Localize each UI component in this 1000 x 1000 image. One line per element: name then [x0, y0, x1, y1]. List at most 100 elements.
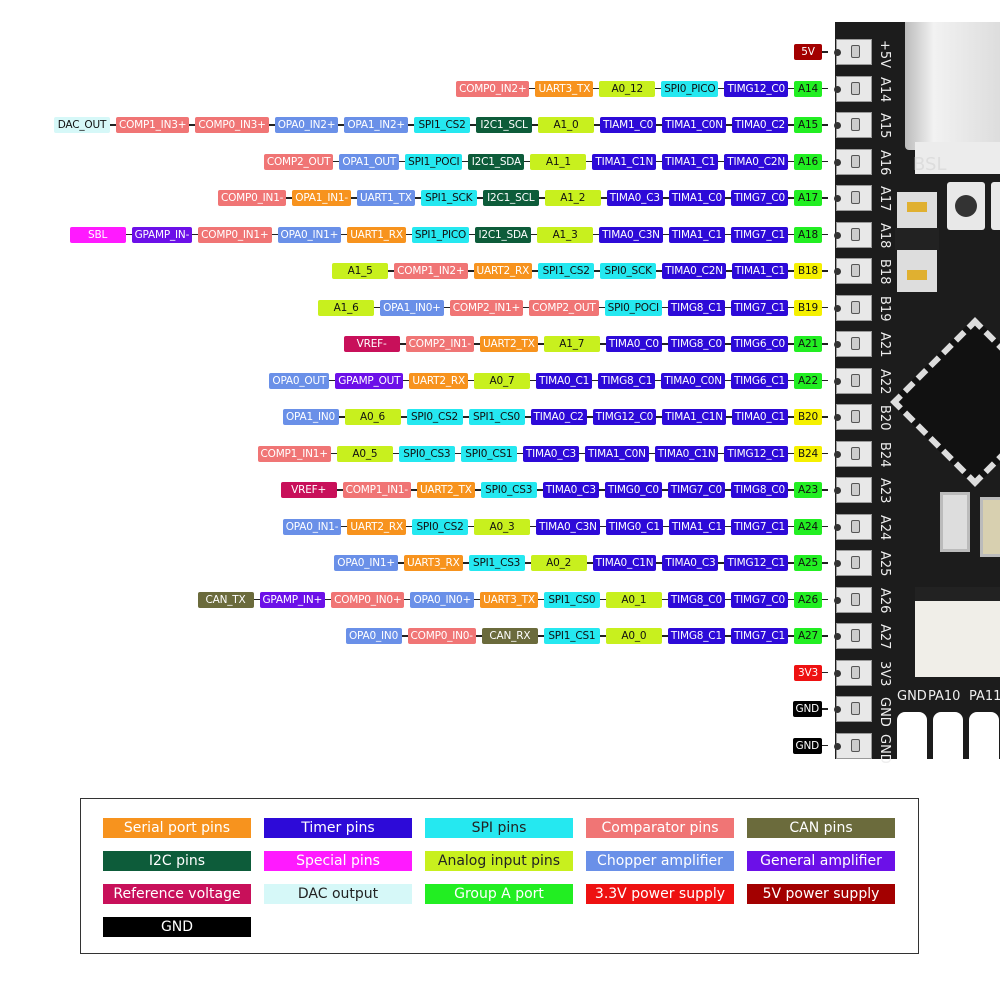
- connector-line: [593, 87, 600, 90]
- header-pin[interactable]: [834, 440, 872, 467]
- pin-name-badge: A16: [794, 153, 822, 170]
- connector-line: [724, 343, 731, 345]
- connector-line: [475, 635, 482, 637]
- pin-function-label: COMP1_IN3+: [115, 117, 190, 133]
- connector-line: [725, 124, 732, 126]
- legend-item-dac: DAC output: [264, 884, 412, 904]
- header-pin[interactable]: [834, 513, 872, 540]
- pin-function-label: COMP1_IN1-: [342, 482, 411, 498]
- legend-item-timer: Timer pins: [264, 818, 412, 838]
- pin-hole-icon: [834, 304, 841, 312]
- pin-function-label: SPI1_CS0: [543, 591, 600, 608]
- header-pin[interactable]: [834, 586, 872, 613]
- connector-line: [516, 452, 523, 455]
- board-silkscreen-label: B19: [877, 295, 892, 321]
- pin-name-badge: GND: [792, 737, 822, 754]
- legend-item-i2c: I2C pins: [103, 851, 251, 871]
- pin-function-label: TIMA0_C2N: [662, 263, 726, 279]
- pin-function-label: TIAM1_C0: [600, 117, 657, 133]
- pin-function-label: OPA0_IN1+: [334, 555, 398, 571]
- header-pin[interactable]: [834, 732, 872, 759]
- legend-item-general: General amplifier: [747, 851, 895, 871]
- header-pin[interactable]: [834, 148, 872, 175]
- pin-function-label: TIMA1_C1: [668, 226, 725, 243]
- connector-line: [586, 562, 593, 564]
- connector-line: [788, 124, 794, 126]
- legend-item-special: Special pins: [264, 851, 412, 871]
- pin-hole-icon: [834, 523, 841, 531]
- pin-function-label: TIMG8_C1: [667, 628, 725, 644]
- connector-line: [399, 160, 406, 163]
- header-pin[interactable]: [834, 221, 872, 248]
- header-pin[interactable]: [834, 112, 872, 138]
- board-silkscreen-label: GND: [877, 697, 892, 727]
- connector-line: [725, 270, 732, 272]
- header-pin[interactable]: [834, 623, 872, 649]
- pin-function-label: COMP0_IN1+: [198, 226, 272, 243]
- header-pin[interactable]: [834, 331, 872, 357]
- board-silkscreen-label: A14: [877, 76, 892, 102]
- connector-line: [474, 343, 480, 345]
- pin-hole-icon: [834, 487, 841, 494]
- connector-line: [822, 306, 828, 309]
- reset-button[interactable]: [991, 182, 1000, 230]
- connector-line: [268, 124, 275, 126]
- pin-function-label: TIMA0_C2: [530, 409, 587, 425]
- bsl-button[interactable]: [947, 182, 985, 230]
- connector-line: [593, 233, 600, 236]
- pin-hole-icon: [834, 268, 841, 275]
- pin-name-badge: A24: [794, 518, 822, 535]
- connector-line: [454, 452, 461, 455]
- connector-line: [350, 197, 357, 199]
- pin-function-label: GPAMP_OUT: [335, 372, 404, 389]
- pin-square-icon: [851, 191, 860, 204]
- connector-line: [329, 379, 336, 382]
- header-pin[interactable]: [834, 659, 872, 686]
- ffc-connector: [915, 587, 1000, 677]
- connector-line: [532, 124, 539, 126]
- pin-hole-icon: [834, 450, 841, 458]
- header-pin[interactable]: [834, 477, 872, 503]
- board-silkscreen-label: A23: [877, 478, 892, 504]
- pin-hole-icon: [834, 669, 841, 677]
- connector-line: [662, 197, 669, 199]
- board-silkscreen-label: B18: [877, 259, 892, 285]
- header-pin[interactable]: [834, 39, 872, 65]
- header-pin[interactable]: [834, 75, 872, 102]
- header-pin[interactable]: [834, 294, 872, 321]
- pin-function-label: TIMG0_C0: [604, 482, 662, 498]
- pin-square-icon: [851, 410, 860, 423]
- connector-line: [788, 343, 794, 345]
- header-pin[interactable]: [834, 185, 872, 211]
- header-pin[interactable]: [834, 696, 872, 722]
- connector-line: [474, 598, 481, 601]
- connector-line: [822, 598, 828, 601]
- header-pin[interactable]: [834, 258, 872, 284]
- pin-name-badge: B18: [794, 263, 822, 279]
- connector-line: [648, 452, 655, 455]
- connector-line: [661, 489, 668, 491]
- connector-line: [822, 51, 828, 53]
- connector-line: [788, 416, 794, 418]
- pin-square-icon: [851, 702, 860, 715]
- pin-function-label: TIMA0_C2: [731, 117, 788, 133]
- connector-line: [724, 379, 731, 382]
- pin-function-label: SPI0_POCI: [604, 299, 662, 316]
- connector-line: [408, 124, 415, 126]
- pin-hole-icon: [834, 231, 841, 239]
- header-pin[interactable]: [834, 404, 872, 430]
- header-pin[interactable]: [834, 367, 872, 394]
- legend-item-serial: Serial port pins: [103, 818, 251, 838]
- connector-line: [341, 525, 348, 528]
- pin-function-label: OPA1_IN0: [282, 409, 339, 425]
- header-pin[interactable]: [834, 550, 872, 576]
- pin-row-5v: 5V: [794, 44, 828, 60]
- connector-line: [468, 525, 475, 528]
- connector-line: [189, 124, 196, 126]
- pin-function-label: TIMG8_C0: [667, 336, 725, 352]
- pin-name-badge: A22: [794, 372, 822, 389]
- pin-function-label: TIMG7_C1: [730, 226, 788, 243]
- pin-function-label: VREF+: [280, 482, 337, 498]
